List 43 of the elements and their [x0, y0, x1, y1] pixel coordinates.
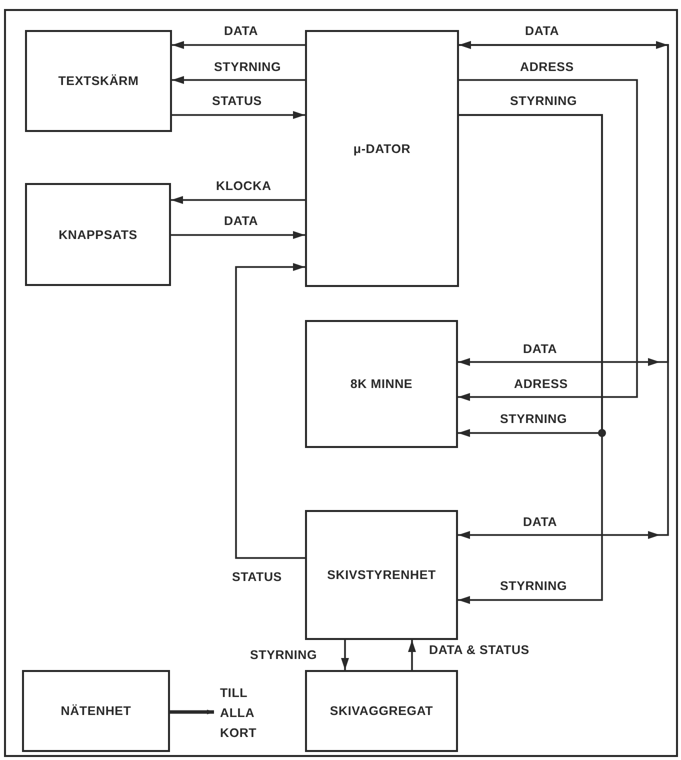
arrow	[172, 111, 305, 119]
note-text: TILL ALLA KORT	[220, 685, 258, 742]
block-box	[305, 320, 458, 448]
edge-label: DATA	[222, 214, 260, 228]
edge-label: STATUS	[230, 570, 284, 584]
block-box	[25, 183, 171, 286]
edge-label: KLOCKA	[214, 179, 274, 193]
edge-label: DATA	[222, 24, 260, 38]
block-label: 8K MINNE	[350, 377, 413, 391]
arrow	[171, 196, 305, 204]
edge-label: STYRNING	[212, 60, 283, 74]
block-label: KNAPPSATS	[58, 228, 138, 242]
edge-label: STYRNING	[498, 412, 569, 426]
edge-label: STYRNING	[498, 579, 569, 593]
signal-label: DATA	[523, 24, 562, 38]
block-label: SKIVAGGREGAT	[330, 704, 434, 718]
block-label: TEXTSKÄRM	[58, 74, 139, 88]
block-box	[22, 670, 170, 752]
arrow	[458, 41, 669, 539]
signal-label: STYRNING	[508, 94, 579, 108]
signal-label: ADRESS	[518, 60, 576, 74]
edge-label: ADRESS	[512, 377, 570, 391]
arrow	[235, 263, 305, 559]
block-box	[305, 670, 458, 752]
arrow	[341, 640, 349, 670]
edge-label: STATUS	[210, 94, 264, 108]
edge-label: DATA	[521, 515, 560, 529]
block-label: μ-DATOR	[353, 142, 411, 156]
block-box	[305, 30, 459, 287]
arrow	[172, 41, 305, 49]
edge-label: DATA	[521, 342, 560, 356]
arrow	[172, 76, 305, 84]
arrow	[171, 231, 305, 239]
arrow	[408, 640, 416, 670]
edge-label: DATA & STATUS	[427, 643, 532, 657]
block-box	[25, 30, 172, 132]
arrow	[458, 114, 603, 604]
edge-label: STYRNING	[248, 648, 319, 662]
block-label: SKIVSTYRENHET	[327, 568, 436, 582]
arrow	[458, 79, 638, 401]
arrow	[170, 710, 214, 714]
block-box	[305, 510, 458, 640]
block-label: NÄTENHET	[60, 704, 132, 718]
